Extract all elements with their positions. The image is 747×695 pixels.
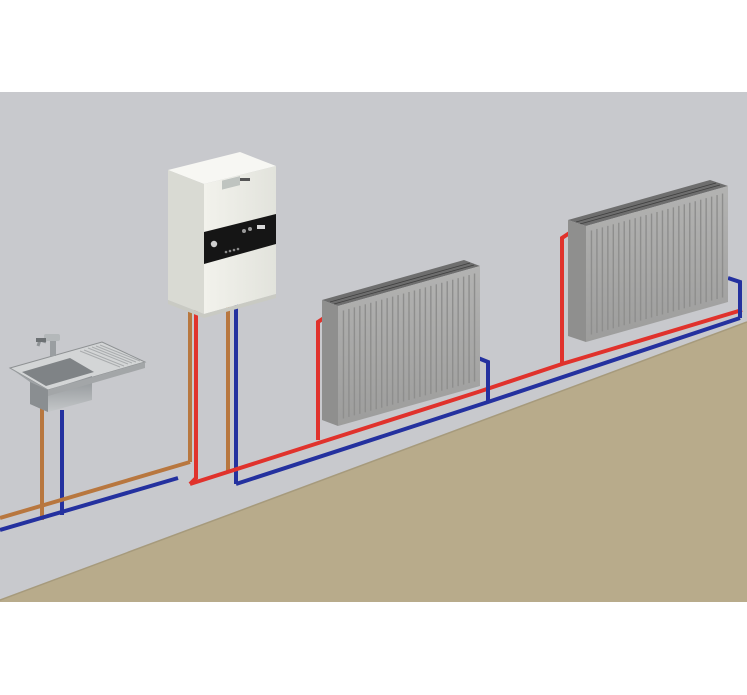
sink-front-edge (48, 362, 145, 396)
boiler-display (222, 176, 240, 190)
sink-bowl-opening (22, 358, 94, 386)
faucet-icon (36, 334, 60, 356)
boiler-top (168, 152, 276, 184)
cold-water-pipe-horizontal (0, 476, 179, 532)
boiler-knob-icon (210, 240, 218, 248)
radiator-2-grill (575, 182, 721, 225)
supply-pipe-main (189, 308, 743, 486)
boiler-logo (238, 178, 250, 181)
floor-wall-edge (0, 321, 747, 601)
boiler-button-icon (242, 229, 246, 233)
boiler-button-icon (248, 227, 252, 231)
boiler-bottom (168, 294, 276, 318)
boiler-indicator-dots (224, 247, 240, 254)
boiler-icon (168, 152, 276, 486)
radiator-2-return-riser (727, 276, 742, 318)
boiler-side (168, 170, 204, 314)
radiator-1-grill (329, 262, 475, 305)
radiator-icon (316, 260, 490, 440)
radiator-1-side (322, 300, 338, 426)
radiator-2-side (568, 220, 586, 342)
radiator-2-fins (590, 193, 724, 335)
water-pipe-horizontal (0, 460, 191, 520)
radiator-2-top (568, 180, 728, 226)
radiator-1-fins (342, 273, 476, 419)
radiator-icon (560, 180, 742, 364)
boiler-label-icon (257, 225, 265, 229)
sink-bowl-side (30, 382, 48, 412)
radiator-1-return-riser (477, 356, 490, 402)
sink (8, 334, 147, 520)
sink-drainboard-ribs (79, 344, 141, 368)
